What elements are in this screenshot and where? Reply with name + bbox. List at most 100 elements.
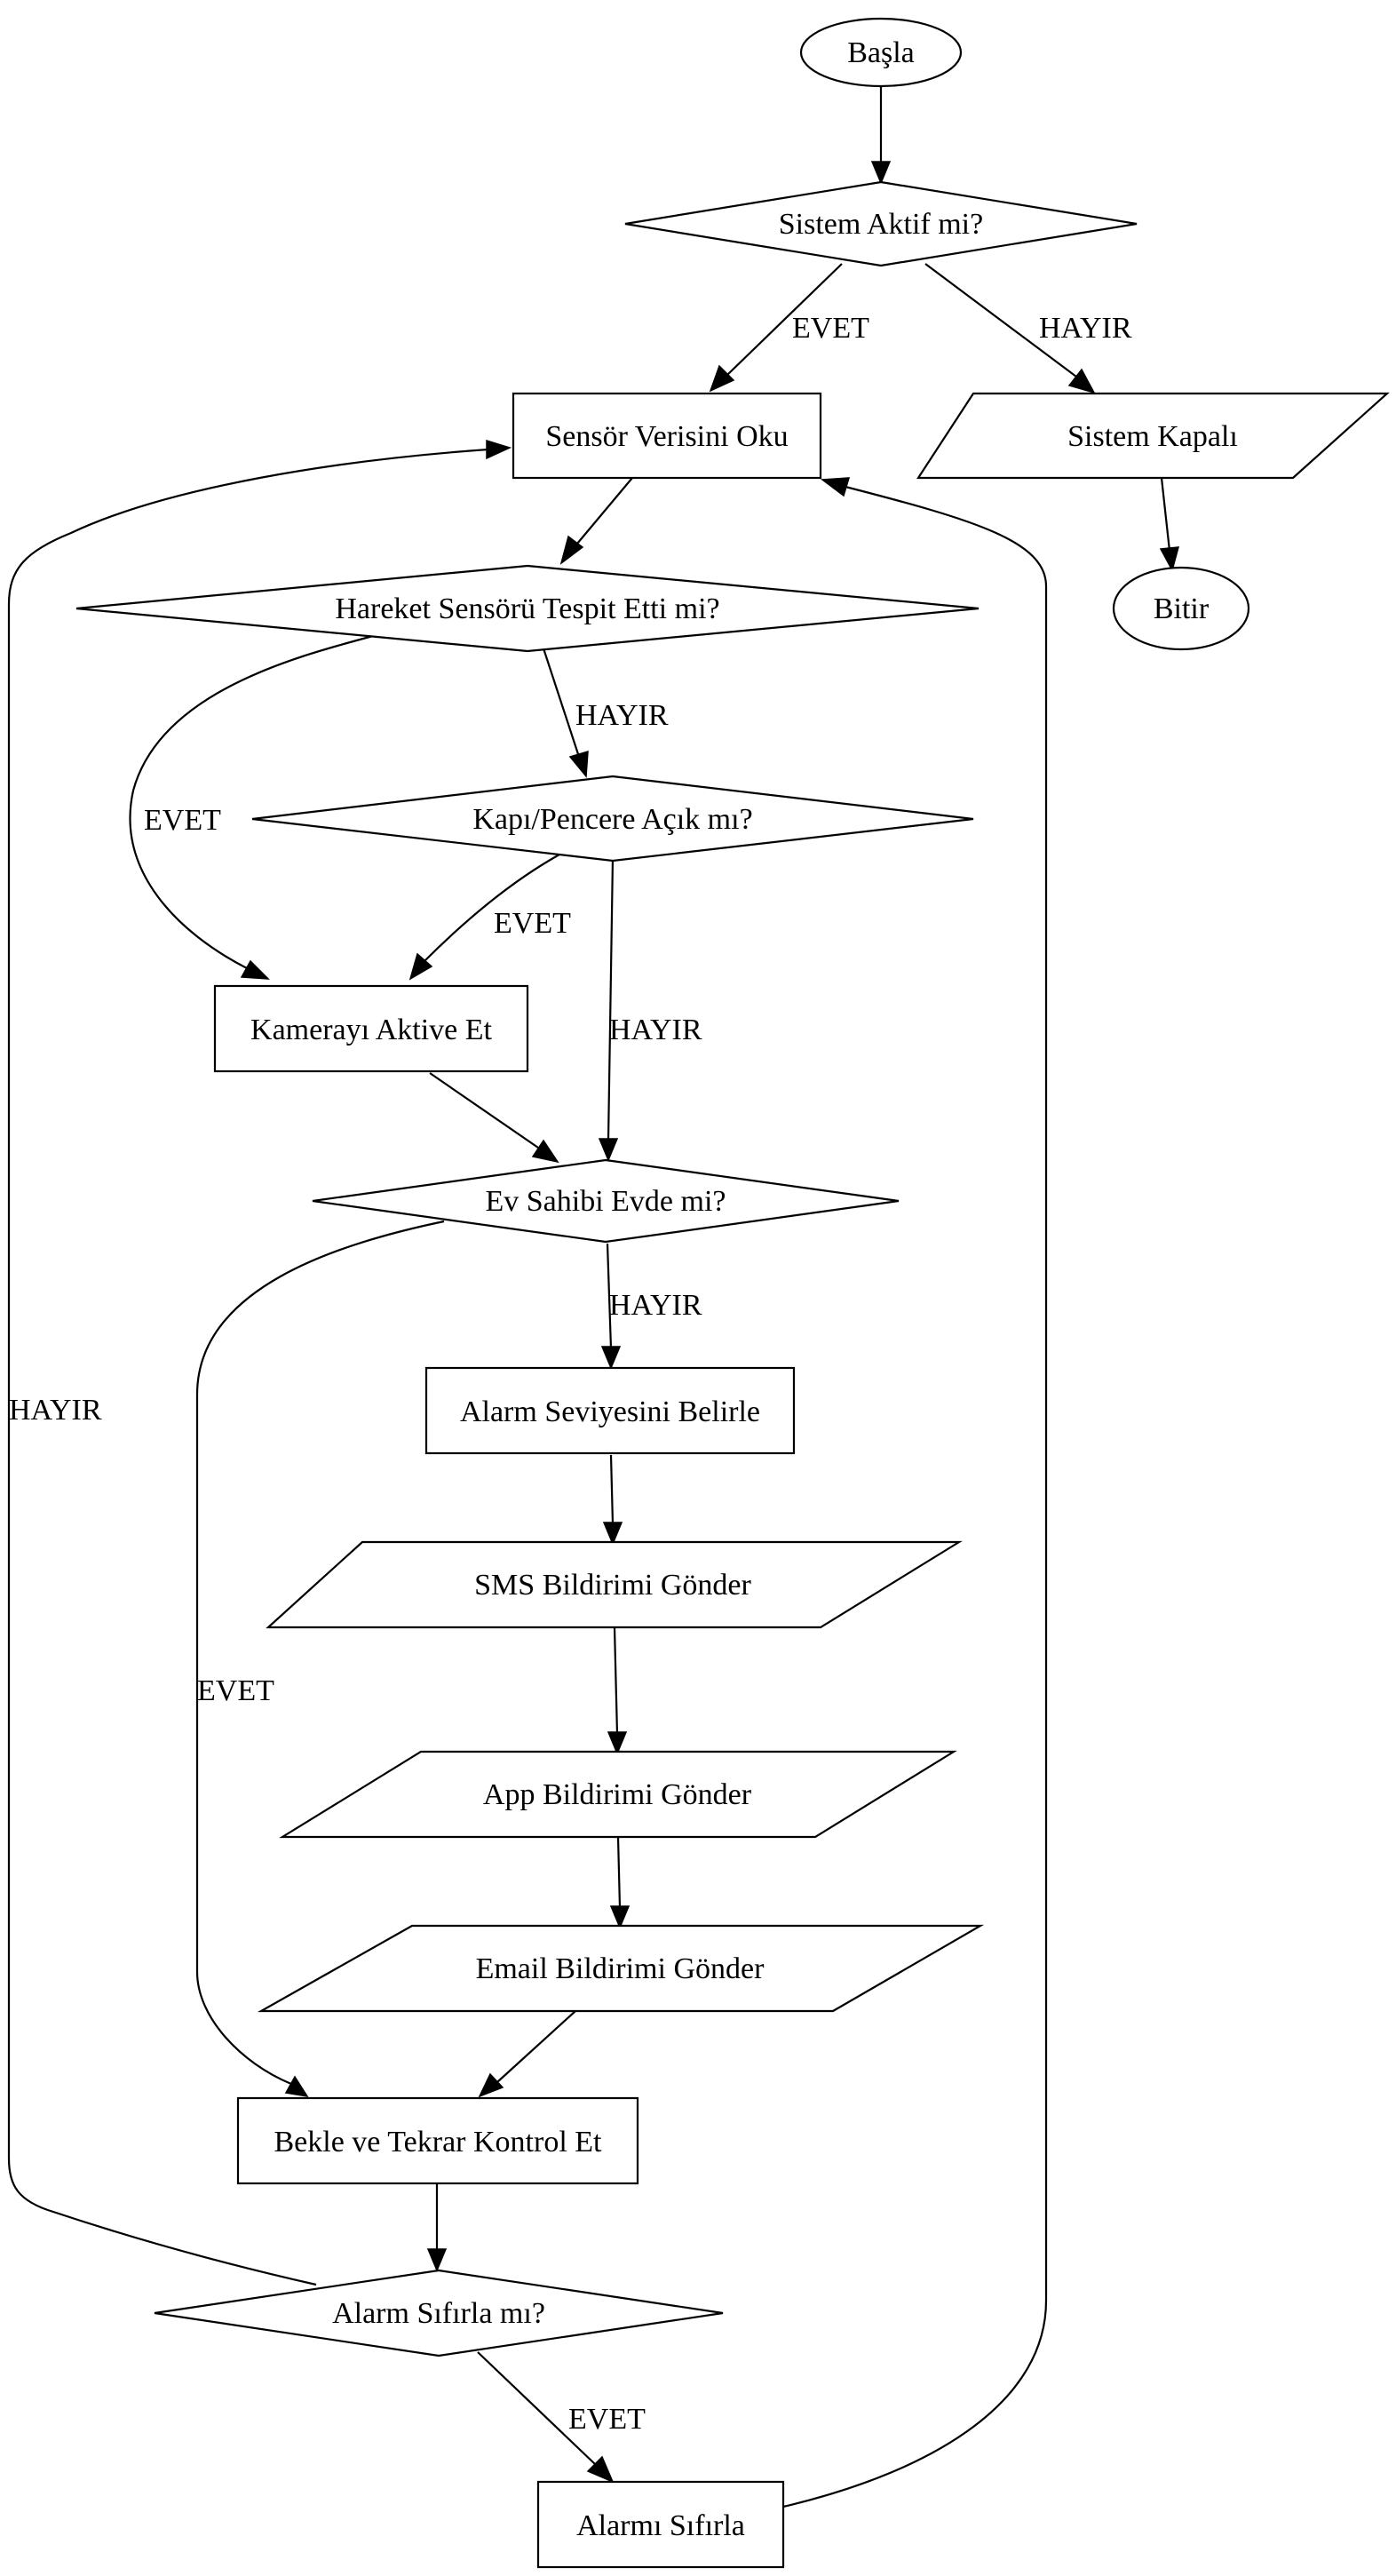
arrowhead: [559, 535, 584, 565]
edges: [7, 85, 1180, 2508]
node-read-sensor: Sensör Verisini Oku: [512, 392, 822, 480]
edge-label-active-yes: EVET: [792, 312, 869, 345]
arrowhead: [1067, 368, 1096, 394]
edge-reset-no: [7, 448, 489, 2286]
arrowhead: [602, 1522, 623, 1546]
arrowhead: [240, 959, 270, 980]
node-activate-camera: Kamerayı Aktive Et: [213, 984, 529, 1073]
edge-owner-yes: [195, 1220, 445, 2086]
node-set-alarm-level: Alarm Seviyesini Belirle: [424, 1366, 796, 1455]
arrowhead: [600, 1346, 622, 1370]
edge-label-home-yes: EVET: [197, 1674, 274, 1707]
node-reset-alarm: Alarmı Sıfırla: [536, 2480, 785, 2569]
system-active-label: Sistem Aktif mi?: [779, 208, 983, 241]
edge-label-door-no: HAYIR: [609, 1014, 702, 1046]
edge-sms-to-app: [613, 1626, 619, 1735]
arrowhead: [870, 161, 892, 185]
edge-label-motion-yes: EVET: [144, 804, 221, 837]
owner-home-label: Ev Sahibi Evde mi?: [485, 1185, 726, 1218]
edge-door-yes: [424, 854, 560, 962]
edge-door-no: [607, 857, 615, 1141]
edge-label-home-no: HAYIR: [609, 1289, 702, 1322]
arrowhead: [486, 439, 512, 460]
end-label: Bitir: [1154, 592, 1210, 625]
system-off-label: Sistem Kapalı: [1067, 420, 1238, 453]
wait-recheck-box: [236, 2096, 639, 2185]
arrowhead: [709, 364, 735, 393]
node-send-app: App Bildirimi Gönder: [279, 1750, 957, 1839]
node-motion-detected: Hareket Sensörü Tespit Etti mi?: [75, 564, 980, 653]
door-window-label: Kapı/Pencere Açık mı?: [472, 803, 752, 836]
edge-labels: EVET HAYIR HAYIR EVET EVET HAYIR HAYIR E…: [9, 312, 1132, 2436]
system-active-diamond: [624, 180, 1138, 267]
node-door-window-open: Kapı/Pencere Açık mı?: [251, 775, 974, 863]
reset-alarm-question-label: Alarm Sıfırla mı?: [332, 2297, 545, 2330]
edge-label-motion-no: HAYIR: [575, 699, 669, 732]
edge-label-reset-yes: EVET: [568, 2403, 646, 2436]
send-sms-parallelogram: [266, 1540, 963, 1629]
edge-reset-to-sensor: [782, 485, 1048, 2508]
node-send-email: Email Bildirimi Gönder: [257, 1924, 985, 2013]
edge-motion-yes: [129, 634, 374, 969]
activate-camera-box: [213, 984, 529, 1073]
arrowhead: [531, 1139, 559, 1164]
edge-sensor-to-motion: [576, 477, 633, 545]
node-send-sms: SMS Bildirimi Gönder: [266, 1540, 963, 1629]
end-ellipse: [1112, 566, 1250, 651]
reset-alarm-box: [536, 2480, 785, 2569]
send-sms-label: SMS Bildirimi Gönder: [474, 1569, 751, 1602]
node-start: Başla: [799, 17, 963, 88]
read-sensor-label: Sensör Verisini Oku: [545, 420, 788, 453]
start-label: Başla: [847, 36, 915, 69]
arrowhead: [1159, 546, 1180, 573]
edge-reset-yes: [477, 2351, 596, 2465]
reset-alarm-question-diamond: [154, 2269, 724, 2357]
arrowhead: [598, 1138, 619, 1162]
arrowhead: [408, 952, 433, 981]
system-off-parallelogram: [916, 392, 1390, 480]
arrowhead: [426, 2248, 448, 2272]
set-alarm-level-label: Alarm Seviyesini Belirle: [460, 1395, 760, 1428]
start-ellipse: [799, 17, 963, 88]
motion-detected-label: Hareket Sensörü Tespit Etti mi?: [335, 592, 719, 625]
activate-camera-label: Kamerayı Aktive Et: [250, 1014, 492, 1046]
send-email-parallelogram: [257, 1924, 985, 2013]
node-system-off: Sistem Kapalı: [916, 392, 1390, 480]
edge-system-off-to-end: [1160, 477, 1171, 552]
wait-recheck-label: Bekle ve Tekrar Kontrol Et: [274, 2126, 603, 2159]
nodes: Başla Sistem Aktif mi? Sensör Verisini O…: [75, 17, 1390, 2569]
door-window-diamond: [251, 775, 974, 863]
node-system-active: Sistem Aktif mi?: [624, 180, 1138, 267]
edge-label-reset-no: HAYIR: [9, 1394, 102, 1427]
edge-app-to-email: [616, 1836, 622, 1909]
send-app-label: App Bildirimi Gönder: [483, 1778, 752, 1811]
edge-label-active-no: HAYIR: [1039, 312, 1132, 345]
arrowhead: [478, 2072, 504, 2098]
edge-label-door-yes: EVET: [494, 907, 571, 940]
reset-alarm-label: Alarmı Sıfırla: [576, 2509, 745, 2542]
send-app-parallelogram: [279, 1750, 957, 1839]
edge-system-active-no: [924, 263, 1077, 378]
edge-motion-no: [542, 648, 581, 758]
node-reset-alarm-question: Alarm Sıfırla mı?: [154, 2269, 724, 2357]
arrowhead: [607, 1731, 628, 1755]
edge-system-active-yes: [726, 263, 843, 377]
arrowhead: [284, 2075, 309, 2098]
owner-home-diamond: [312, 1158, 900, 1244]
read-sensor-box: [512, 392, 822, 480]
arrowhead: [586, 2455, 615, 2484]
edge-email-to-wait: [496, 2010, 576, 2083]
edge-owner-no: [606, 1243, 613, 1349]
send-email-label: Email Bildirimi Gönder: [476, 1952, 765, 1985]
edge-camera-to-owner: [429, 1072, 539, 1149]
motion-detected-diamond: [75, 564, 980, 653]
edge-level-to-sms: [609, 1454, 615, 1525]
node-end: Bitir: [1112, 566, 1250, 651]
arrowhead: [609, 1905, 631, 1929]
arrowhead: [820, 477, 851, 497]
arrowhead: [568, 750, 589, 778]
set-alarm-level-box: [424, 1366, 796, 1455]
node-wait-recheck: Bekle ve Tekrar Kontrol Et: [236, 2096, 639, 2185]
node-owner-home: Ev Sahibi Evde mi?: [312, 1158, 900, 1244]
